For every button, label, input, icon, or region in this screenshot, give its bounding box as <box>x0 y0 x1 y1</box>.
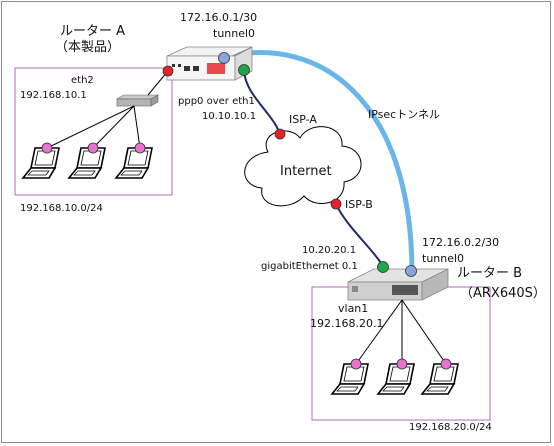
router-a-tunnel-name: tunnel0 <box>213 27 256 40</box>
router-a-lan-if: eth2 <box>71 75 94 86</box>
router-a-tunnel-address: 172.16.0.1/30 <box>180 11 258 24</box>
router-b-name: ルーター B <box>457 266 523 281</box>
pc-port <box>350 358 362 370</box>
isp-a-port <box>274 128 286 140</box>
lan-b-wiring <box>355 299 447 365</box>
isp-a-label: ISP-A <box>289 113 317 126</box>
router-b-tunnel-address: 172.16.0.2/30 <box>422 236 500 249</box>
router-b-wan-if: gigabitEthernet 0.1 <box>261 261 358 272</box>
router-a-wan-if: ppp0 over eth1 <box>178 96 255 107</box>
router-a-lan-network: 192.168.10.0/24 <box>20 203 103 214</box>
router-b-tunnel-port <box>405 265 417 277</box>
isp-b-port <box>330 198 342 210</box>
lan-a-wiring <box>46 70 169 149</box>
router-a-tunnel-port <box>218 52 230 64</box>
laptop-icon <box>67 142 106 179</box>
pc-port <box>440 358 452 370</box>
laptop-icon <box>420 358 459 395</box>
router-a-name: ルーター A <box>60 24 126 39</box>
wan-link-a <box>243 70 281 135</box>
router-a-wan-port <box>238 64 250 76</box>
pc-port <box>396 358 408 370</box>
isp-b-label: ISP-B <box>345 198 373 211</box>
router-icon <box>347 268 449 301</box>
pc-port <box>87 142 99 154</box>
router-b-tunnel-name: tunnel0 <box>422 252 465 265</box>
wan-link-b <box>335 203 384 267</box>
pc-port <box>41 142 53 154</box>
router-a-subtitle: （本製品） <box>55 40 121 55</box>
ipsec-tunnel-line <box>221 50 415 271</box>
cloud-icon <box>244 126 362 207</box>
router-b-lan-if: vlan1 <box>338 302 369 315</box>
pc-port <box>134 142 146 154</box>
switch-icon <box>115 94 160 107</box>
router-a-eth2-port <box>162 65 174 77</box>
router-a-lan-address: 192.168.10.1 <box>20 90 87 101</box>
router-b-wan-address: 10.20.20.1 <box>302 245 357 256</box>
lan-box-a <box>14 67 173 196</box>
router-b-lan-address: 192.168.20.1 <box>310 317 384 330</box>
internet-label: Internet <box>280 164 332 179</box>
router-icon <box>166 46 253 81</box>
laptop-icon <box>376 358 415 395</box>
router-b-lan-network: 192.168.20.0/24 <box>409 422 492 433</box>
router-b-subtitle: （ARX640S） <box>460 286 546 301</box>
router-b-wan-port <box>377 261 389 273</box>
laptop-icon <box>114 142 153 179</box>
laptop-icon <box>21 142 60 179</box>
ipsec-tunnel-label: IPsecトンネル <box>368 108 441 121</box>
laptop-icon <box>330 358 369 395</box>
router-a-wan-address: 10.10.10.1 <box>202 111 257 122</box>
